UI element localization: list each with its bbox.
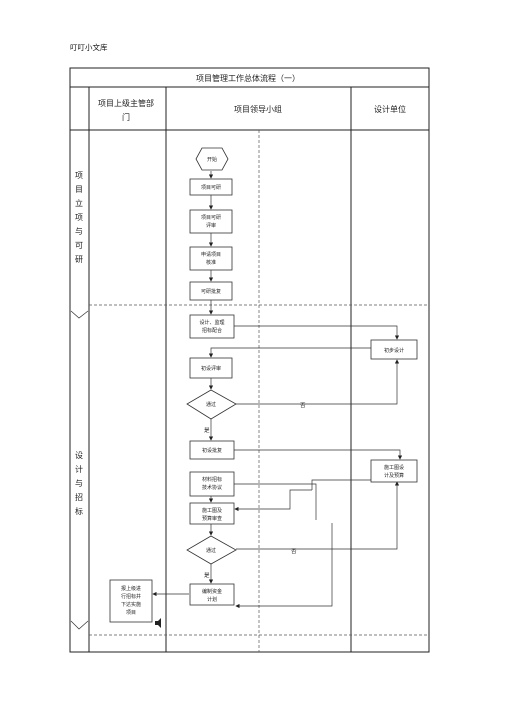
svg-text:申请项目: 申请项目 [201,251,221,258]
svg-text:报上级进: 报上级进 [121,585,141,592]
svg-text:可研批复: 可研批复 [201,288,221,295]
small-mark-icon [155,618,161,628]
node-report-superior: 报上级进 行招标并 下达实施 项目 [109,579,153,623]
svg-text:项目: 项目 [126,610,136,616]
svg-text:目: 目 [75,185,83,194]
node-material-bidding: 材料招标 技术协议 [189,471,235,497]
svg-text:设: 设 [75,450,83,460]
svg-text:下达实施: 下达实施 [121,601,141,608]
svg-text:材料招标: 材料招标 [202,476,222,483]
svg-text:编制资金: 编制资金 [202,588,222,595]
svg-text:项: 项 [75,213,83,222]
svg-text:研: 研 [75,255,83,264]
svg-text:设计、监理: 设计、监理 [199,319,224,326]
node-project-feasibility: 项目可研 [189,178,233,196]
watermark-text: 叮叮小文库 [70,43,108,52]
svg-text:项: 项 [75,171,83,180]
node-design-supervision-bidding: 设计、监理 招标配合 [189,314,235,339]
node-feasibility-review: 项目可研 评审 [189,209,233,234]
node-decision-pass-2: 通过 [186,535,237,565]
column-header-superior-2: 门 [122,112,130,122]
column-header-design: 设计单位 [374,104,406,114]
svg-text:技术协议: 技术协议 [202,484,222,491]
svg-text:施工图及: 施工图及 [202,507,222,514]
svg-text:标: 标 [75,506,83,516]
node-decision-pass-1: 通过 [186,389,237,420]
svg-text:项目可研: 项目可研 [201,185,221,191]
svg-text:行招标并: 行招标并 [121,593,141,600]
svg-text:初设批复: 初设批复 [202,447,222,454]
node-construction-drawing-design: 施工图设 计及预算 [370,459,418,483]
svg-text:可: 可 [75,241,83,250]
svg-text:核准: 核准 [206,259,216,266]
svg-text:预算审查: 预算审查 [202,515,222,522]
phase-label-design-bidding: 设 计 与 招 标 [75,450,83,516]
node-apply-approval: 申请项目 核准 [189,246,233,271]
svg-text:评审: 评审 [206,222,216,229]
svg-text:计: 计 [75,464,83,474]
svg-text:计及预算: 计及预算 [384,472,404,479]
svg-text:与: 与 [75,227,83,236]
label-no-1: 否 [300,402,306,409]
phase-label-initiation: 项 目 立 项 与 可 研 [75,171,83,264]
connectors [152,171,403,609]
node-preliminary-design: 初步设计 [370,339,418,360]
svg-text:初步设计: 初步设计 [384,347,404,354]
column-header-leader: 项目领导小组 [234,104,282,114]
svg-text:施工图设: 施工图设 [384,464,404,471]
outer-frame [69,67,430,653]
svg-text:招: 招 [75,492,83,502]
svg-text:立: 立 [75,198,83,208]
svg-text:计划: 计划 [207,596,217,603]
column-header-superior-1: 项目上级主管部 [98,98,154,108]
label-yes-2: 是 [204,572,210,579]
svg-text:项目可研: 项目可研 [201,215,221,221]
chart-title: 项目管理工作总体流程（一） [196,73,300,83]
svg-text:与: 与 [75,479,83,488]
node-drawing-budget-review: 施工图及 预算审查 [189,502,235,525]
svg-text:通过: 通过 [206,547,216,554]
svg-text:开始: 开始 [207,156,217,163]
node-preliminary-review: 初设评审 [189,357,233,379]
node-fund-plan: 编制资金 计划 [189,583,235,606]
svg-text:招标配合: 招标配合 [202,327,222,334]
node-preliminary-reply: 初设批复 [189,440,235,460]
label-no-2: 否 [291,548,297,555]
node-feasibility-reply: 可研批复 [189,281,233,301]
node-start: 开始 [195,147,229,171]
label-yes-1: 是 [204,427,210,434]
svg-text:通过: 通过 [206,401,216,408]
svg-text:初设评审: 初设评审 [201,365,221,372]
